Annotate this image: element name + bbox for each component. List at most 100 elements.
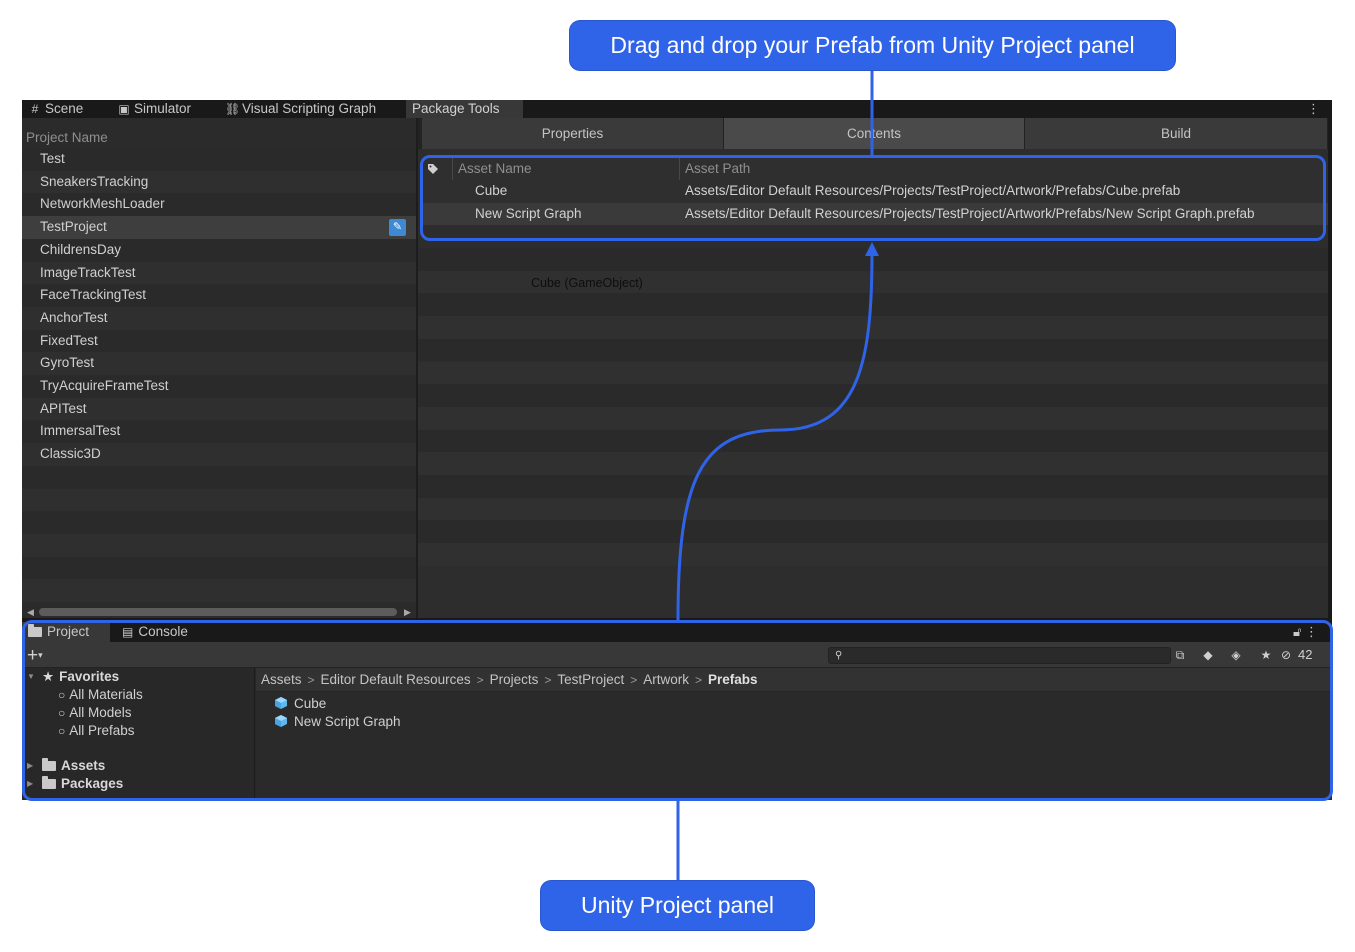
breadcrumb-item[interactable]: Prefabs: [708, 672, 758, 687]
project-list-item[interactable]: NetworkMeshLoader: [22, 193, 416, 217]
lock-icon[interactable]: 🔓︎ ⋮: [1292, 624, 1318, 639]
asset-path: Assets/Editor Default Resources/Projects…: [685, 183, 1181, 198]
column-asset-path[interactable]: Asset Path: [679, 158, 1328, 180]
assets-folder[interactable]: Assets: [42, 757, 105, 775]
project-list-item[interactable]: ChildrensDay: [22, 238, 416, 262]
asset-name: Cube: [475, 183, 508, 198]
project-list-item-label: SneakersTracking: [40, 173, 149, 189]
project-list-item[interactable]: AnchorTest: [22, 306, 416, 330]
search-icon: ○: [58, 706, 66, 720]
breadcrumb-item[interactable]: Artwork: [643, 672, 689, 687]
project-folder-tree: ▼ ★Favorites ○All Materials ○All Models …: [22, 668, 255, 800]
project-list-item-label: APITest: [40, 400, 87, 416]
device-icon: ▣: [118, 102, 130, 116]
project-list-item-label: ImmersalTest: [40, 423, 121, 439]
content-empty-row: [418, 475, 1332, 498]
project-list-item[interactable]: Test: [22, 148, 416, 171]
project-list-empty-row: [22, 533, 416, 557]
content-empty-row: [418, 497, 1332, 521]
breadcrumb-item[interactable]: TestProject: [557, 672, 625, 687]
project-list-item-label: TestProject: [40, 219, 107, 235]
project-list-item-label: ImageTrackTest: [40, 264, 136, 280]
collapse-arrow-icon[interactable]: ▶: [27, 761, 34, 770]
tab-build[interactable]: Build: [1025, 118, 1328, 149]
search-field[interactable]: ⚲: [828, 647, 1171, 664]
project-list-item[interactable]: TryAcquireFrameTest: [22, 375, 416, 398]
hierarchy-icon: ⛓: [225, 102, 241, 116]
tag-icon[interactable]: [422, 158, 452, 180]
favorite-all-prefabs[interactable]: ○All Prefabs: [58, 723, 135, 738]
star-icon: ★: [42, 669, 55, 684]
project-list-item[interactable]: ImageTrackTest: [22, 261, 416, 285]
pane-splitter[interactable]: [416, 118, 418, 618]
horizontal-scrollbar[interactable]: ◀ ▶: [22, 606, 416, 618]
project-list-item[interactable]: GyroTest: [22, 352, 416, 375]
search-icon: ○: [58, 724, 66, 738]
favorites-folder[interactable]: ★Favorites: [42, 669, 120, 684]
scroll-right-icon[interactable]: ▶: [404, 607, 411, 617]
project-list-item[interactable]: FaceTrackingTest: [22, 284, 416, 307]
content-empty-row: [418, 429, 1332, 453]
prefab-icon: [275, 697, 287, 709]
window-border: [1328, 118, 1332, 618]
project-list-empty-row: [22, 465, 416, 489]
tab-console[interactable]: ▤Console: [122, 624, 188, 639]
project-list-item[interactable]: FixedTest: [22, 329, 416, 353]
folder-icon: [42, 776, 56, 789]
project-toolbar: +▾ ⚲ ⧉ ◆ ◈ ★ ⊘ 42: [22, 642, 1332, 668]
project-list-item-label: ChildrensDay: [40, 241, 122, 257]
create-add-button[interactable]: +▾: [27, 645, 43, 666]
project-list-item[interactable]: ImmersalTest: [22, 420, 416, 444]
favorite-all-materials[interactable]: ○All Materials: [58, 687, 143, 702]
save-search-star-icon[interactable]: ★: [1260, 648, 1272, 662]
favorite-all-models[interactable]: ○All Models: [58, 705, 132, 720]
filter-by-type-icon[interactable]: ◆: [1203, 648, 1213, 662]
scrollbar-thumb[interactable]: [39, 608, 397, 616]
callout-drag-drop: Drag and drop your Prefab from Unity Pro…: [570, 21, 1175, 70]
project-list-item[interactable]: TestProject ✎: [22, 216, 416, 239]
asset-new-script-graph-prefab[interactable]: New Script Graph: [274, 713, 401, 731]
tab-scene[interactable]: #Scene: [22, 100, 112, 118]
scroll-left-icon[interactable]: ◀: [27, 607, 34, 617]
tab-package-tools[interactable]: Package Tools: [406, 100, 523, 118]
content-empty-row: [418, 406, 1332, 430]
hidden-packages-icon[interactable]: ⊘: [1280, 648, 1292, 662]
tab-contents[interactable]: Contents: [724, 118, 1025, 149]
project-list-empty-row: [22, 488, 416, 512]
tab-properties[interactable]: Properties: [422, 118, 724, 149]
project-list-item[interactable]: SneakersTracking: [22, 170, 416, 194]
tab-simulator[interactable]: ▣Simulator: [118, 101, 192, 116]
window-menu-icon[interactable]: ⋮: [1307, 101, 1320, 116]
unity-project-panel: Project ▤Console 🔓︎ ⋮ +▾ ⚲ ⧉ ◆ ◈ ★ ⊘ 42 …: [22, 622, 1332, 800]
unity-editor-window: #Scene ▣Simulator ⛓Visual Scripting Grap…: [22, 100, 1332, 800]
asset-name: New Script Graph: [475, 205, 582, 221]
breadcrumb-item[interactable]: Assets: [261, 672, 302, 687]
search-input[interactable]: [849, 649, 1149, 663]
breadcrumb-item[interactable]: Projects: [489, 672, 539, 687]
breadcrumb-item[interactable]: Editor Default Resources: [320, 672, 471, 687]
column-asset-name[interactable]: Asset Name: [452, 158, 679, 180]
collapse-arrow-icon[interactable]: ▶: [27, 779, 34, 788]
content-empty-row: [418, 316, 1332, 339]
project-list-empty-row: [22, 579, 416, 602]
prefab-icon: [275, 715, 287, 727]
edit-pencil-icon[interactable]: ✎: [389, 219, 406, 237]
search-scope-icon[interactable]: ⧉: [1175, 648, 1185, 662]
asset-grid-row[interactable]: Cube Assets/Editor Default Resources/Pro…: [422, 180, 1328, 203]
project-list-item[interactable]: APITest: [22, 397, 416, 421]
content-empty-row: [418, 338, 1332, 362]
tab-visual-scripting-graph[interactable]: ⛓Visual Scripting Graph: [225, 101, 377, 116]
folder-icon: [42, 758, 56, 771]
asset-cube-prefab[interactable]: Cube: [274, 695, 326, 713]
project-list-item-label: NetworkMeshLoader: [40, 196, 165, 212]
content-tab-bar: Properties Contents Build: [418, 118, 1332, 149]
asset-grid-row[interactable]: New Script Graph Assets/Editor Default R…: [422, 202, 1328, 225]
tab-project[interactable]: Project: [22, 622, 110, 642]
filter-by-label-icon[interactable]: ◈: [1231, 648, 1241, 662]
project-list-header: Project Name: [26, 130, 108, 145]
project-list-item-label: TryAcquireFrameTest: [40, 378, 169, 393]
project-list-item[interactable]: Classic3D: [22, 443, 416, 466]
expand-arrow-icon[interactable]: ▼: [27, 672, 35, 681]
packages-folder[interactable]: Packages: [42, 775, 123, 793]
